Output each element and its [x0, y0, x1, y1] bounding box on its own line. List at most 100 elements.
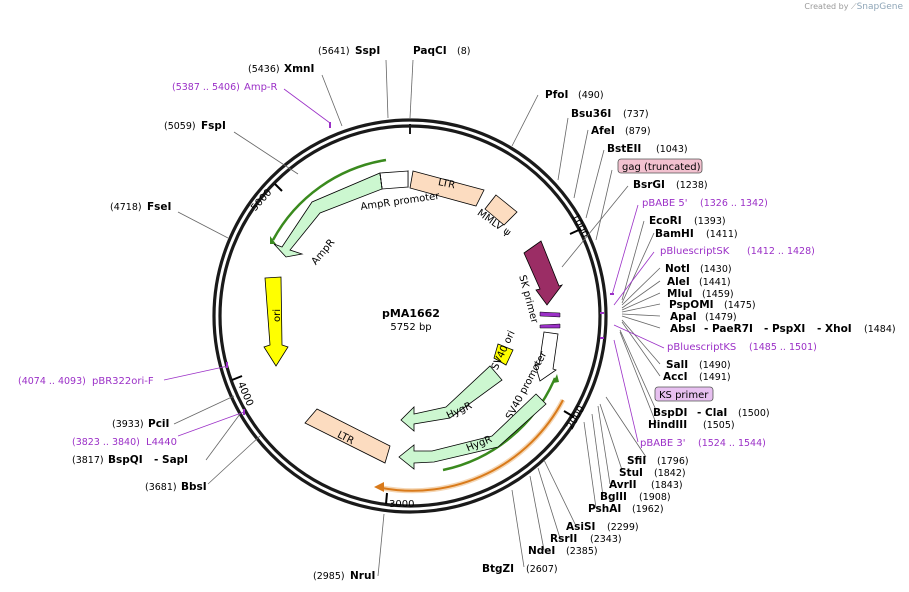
- brand-text: SnapGene: [856, 2, 903, 12]
- pbabe5-tick: [610, 293, 614, 295]
- enzyme-absi: AbsI: [670, 323, 696, 335]
- amp-r-tick: [329, 122, 331, 128]
- primer-pbabe3: pBABE 3': [640, 438, 686, 449]
- enzyme-bamhi: BamHI: [655, 228, 694, 240]
- enzyme-pshai: PshAI: [588, 503, 621, 515]
- enzyme-ndei: NdeI: [528, 545, 555, 557]
- enzyme-bspdi-pos: (1500): [738, 408, 770, 419]
- hygr-orf-arc: [442, 377, 557, 472]
- enzyme-mlui: MluI: [667, 288, 692, 300]
- primer-pbr322-pos: (4074 .. 4093): [18, 376, 86, 387]
- tick-mark-5000: [274, 183, 283, 192]
- enzyme-paqci: PaqCI: [413, 45, 447, 57]
- enzyme-sspi-pos: (5641): [318, 46, 350, 57]
- orange-orf-arrowhead: [374, 482, 384, 492]
- enzyme-apai: ApaI: [670, 311, 697, 323]
- backbone: [212, 118, 608, 514]
- enzyme-xmni-pos: (5436): [248, 64, 280, 75]
- gag-box: [617, 158, 703, 174]
- enzyme-stui: StuI: [619, 467, 643, 479]
- enzyme-sspi: SspI: [355, 45, 380, 57]
- primer-amp-r-pos: (5387 .. 5406): [172, 82, 240, 93]
- ltr-top-shape: [409, 170, 485, 207]
- enzyme-sali: SalI: [666, 359, 688, 371]
- enzyme-sali-pos: (1490): [699, 360, 731, 371]
- primer-l4440: L4440: [146, 437, 177, 448]
- enzyme-afei: AfeI: [591, 125, 615, 137]
- enzyme-btgzi: BtgZI: [482, 563, 514, 575]
- ks-primer-box: [654, 386, 714, 402]
- ampr-orf-arrowhead: [270, 236, 276, 244]
- enzyme-nrui-pos: (2985): [313, 571, 345, 582]
- enzyme-fspi: FspI: [201, 120, 226, 132]
- enzyme-clai: - ClaI: [697, 407, 727, 419]
- enzyme-pspomi-pos: (1475): [724, 300, 756, 311]
- enzyme-alei: AleI: [667, 276, 690, 288]
- enzyme-bamhi-pos: (1411): [706, 229, 738, 240]
- enzyme-bsteii: BstEII: [607, 143, 641, 155]
- enzyme-fsei-pos: (4718): [110, 202, 142, 213]
- enzyme-ecori: EcoRI: [649, 215, 682, 227]
- ori-shape: [263, 276, 289, 367]
- sv40-ori-label: SV40 ori: [490, 329, 518, 372]
- mmlv-shape: [484, 194, 518, 226]
- enzyme-avrii: AvrII: [609, 479, 637, 491]
- enzyme-bbsi-pos: (3681): [145, 482, 177, 493]
- enzyme-pcii-pos: (3933): [112, 419, 144, 430]
- enzyme-btgzi-pos: (2607): [526, 564, 558, 575]
- primer-mark-1: [539, 311, 561, 318]
- enzyme-ndei-pos: (2385): [566, 546, 598, 557]
- leader-lines: [173, 59, 661, 577]
- primer-pbluescriptsk: pBluescriptSK: [660, 246, 730, 257]
- ampr-orf-arc: [271, 158, 387, 241]
- enzyme-noti: NotI: [665, 263, 690, 275]
- enzyme-fspi-pos: (5059): [164, 121, 196, 132]
- snapgene-icon: ⟋: [850, 2, 857, 11]
- enzyme-alei-pos: (1441): [699, 277, 731, 288]
- enzyme-paer7i: - PaeR7I: [704, 323, 753, 335]
- enzyme-avrii-pos: (1843): [651, 480, 683, 491]
- enzyme-sapi: - SapI: [154, 454, 188, 466]
- enzyme-nrui: NruI: [350, 570, 375, 582]
- backbone-outer: [212, 118, 608, 514]
- enzyme-noti-pos: (1430): [700, 264, 732, 275]
- enzyme-rsrii-pos: (2343): [590, 534, 622, 545]
- primer-pbluescriptks-pos: (1485 .. 1501): [749, 342, 817, 353]
- orange-orf-arc: [381, 399, 564, 492]
- enzyme-stui-pos: (1842): [654, 468, 686, 479]
- credit-text: Created by: [804, 2, 849, 11]
- primer-pbabe5-pos: (1326 .. 1342): [700, 198, 768, 209]
- primer-pbabe3-pos: (1524 .. 1544): [698, 438, 766, 449]
- enzyme-xmni: XmnI: [284, 63, 314, 75]
- enzyme-bsteii-pos: (1043): [656, 144, 688, 155]
- ampr-promoter-label: AmpR promoter: [360, 191, 441, 213]
- enzyme-bspqi: BspQI: [108, 454, 143, 466]
- snapgene-watermark: Created by ⟋SnapGene: [804, 2, 903, 12]
- enzyme-bsu36i-pos: (737): [623, 109, 649, 120]
- pbr322-tick: [226, 362, 228, 368]
- plasmid-name: pMA1662: [382, 307, 440, 320]
- enzyme-sfii-pos: (1796): [657, 456, 689, 467]
- primer-amp-r: Amp-R: [244, 82, 278, 93]
- pbabe3-tick: [600, 337, 604, 339]
- enzyme-pspomi: PspOMI: [669, 299, 714, 311]
- enzyme-bsu36i: Bsu36I: [571, 108, 611, 120]
- enzyme-fsei: FseI: [147, 201, 171, 213]
- tick-mark-2000: [563, 410, 575, 418]
- plasmid-size: 5752 bp: [390, 322, 431, 333]
- l4440-tick: [243, 409, 245, 415]
- ori-label: ori: [272, 309, 283, 322]
- gag-label: gag (truncated): [622, 162, 701, 173]
- primer-pbluescriptsk-pos: (1412 .. 1428): [747, 246, 815, 257]
- enzyme-hindiii: HindIII: [648, 419, 687, 431]
- sv40-promoter-arrow: [534, 331, 559, 382]
- enzyme-pspxi: - PspXI: [764, 323, 805, 335]
- ampr-promoter-shape: [379, 170, 409, 190]
- enzyme-bbsi: BbsI: [181, 481, 207, 493]
- enzyme-pcii: PciI: [148, 418, 169, 430]
- enzyme-rsrii: RsrII: [550, 533, 577, 545]
- enzyme-hindiii-pos: (1505): [703, 420, 735, 431]
- ltr-bottom-shape: [304, 408, 391, 464]
- enzyme-paqci-pos: (8): [457, 46, 470, 57]
- enzyme-bspdi: BspDI: [653, 407, 687, 419]
